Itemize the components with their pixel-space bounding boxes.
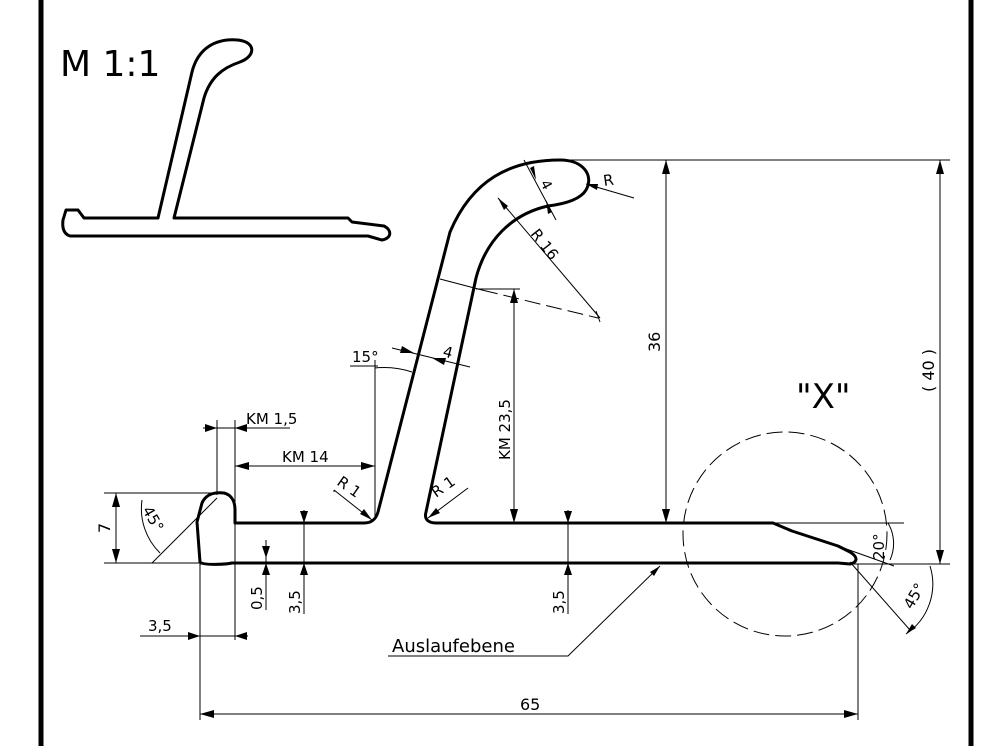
r16-construction-line bbox=[481, 289, 599, 319]
dim-r1-left: R 1 bbox=[333, 473, 373, 521]
dim-km-1-5: KM 1,5 bbox=[203, 410, 297, 432]
dim-3-5-left: 3,5 bbox=[286, 510, 308, 614]
dim-3-5-width: 3,5 bbox=[140, 617, 248, 640]
dim-36-label: 36 bbox=[645, 332, 664, 352]
dim-0-5-label: 0,5 bbox=[248, 586, 266, 610]
dim-4-stem-label: 4 bbox=[441, 342, 455, 362]
dim-3-5-right-label: 3,5 bbox=[550, 590, 568, 614]
dim-4-stem: 4 bbox=[391, 342, 471, 368]
r16-leader-end bbox=[595, 310, 601, 323]
dim-36: 36 bbox=[645, 160, 670, 523]
dim-20: 20° bbox=[837, 522, 895, 567]
dim-7-label: 7 bbox=[95, 523, 114, 533]
dim-15: 15° bbox=[350, 348, 413, 373]
scale-label: M 1:1 bbox=[60, 44, 160, 85]
auslaufebene-label: Auslaufebene bbox=[392, 636, 515, 657]
dim-km-14: KM 14 bbox=[235, 448, 375, 470]
auslaufebene-leader bbox=[388, 565, 661, 657]
dim-40: ( 40 ) bbox=[919, 160, 944, 564]
dim-r-tip-label: R bbox=[602, 171, 615, 190]
dim-65: 65 bbox=[200, 695, 858, 718]
detail-x-label: "X" bbox=[796, 377, 851, 417]
profile-main bbox=[195, 158, 858, 566]
dim-3-5-right: 3,5 bbox=[550, 510, 572, 614]
dim-45-left-label: 45° bbox=[139, 503, 168, 535]
dim-r1-left-label: R 1 bbox=[334, 473, 365, 502]
dim-7: 7 bbox=[95, 493, 120, 563]
dim-4-tip-label: 4 bbox=[536, 177, 554, 192]
dim-r-tip: R bbox=[585, 171, 635, 199]
dim-km-1-5-label: KM 1,5 bbox=[246, 410, 297, 428]
profile-thumbnail bbox=[61, 38, 392, 242]
dim-45-right: 45° bbox=[849, 561, 934, 635]
dim-3-5-width-label: 3,5 bbox=[148, 617, 172, 635]
dim-3-5-left-label: 3,5 bbox=[286, 590, 304, 614]
dim-40-label: ( 40 ) bbox=[919, 349, 938, 392]
dim-45-left: 45° bbox=[139, 497, 218, 564]
dim-r16-label: R 16 bbox=[527, 225, 562, 263]
dim-15-label: 15° bbox=[352, 348, 379, 366]
dim-45-right-label: 45° bbox=[900, 580, 929, 612]
dim-km-23-5: KM 23,5 bbox=[476, 288, 520, 523]
dim-20-label: 20° bbox=[870, 533, 888, 560]
dim-km-23-5-label: KM 23,5 bbox=[496, 399, 514, 460]
detail-x-circle bbox=[682, 431, 888, 637]
stem-section-line bbox=[439, 278, 483, 291]
auslaufebene-arrow bbox=[650, 566, 660, 576]
dim-65-label: 65 bbox=[520, 695, 540, 714]
dim-0-5: 0,5 bbox=[248, 540, 270, 610]
dim-km-14-label: KM 14 bbox=[282, 448, 329, 466]
